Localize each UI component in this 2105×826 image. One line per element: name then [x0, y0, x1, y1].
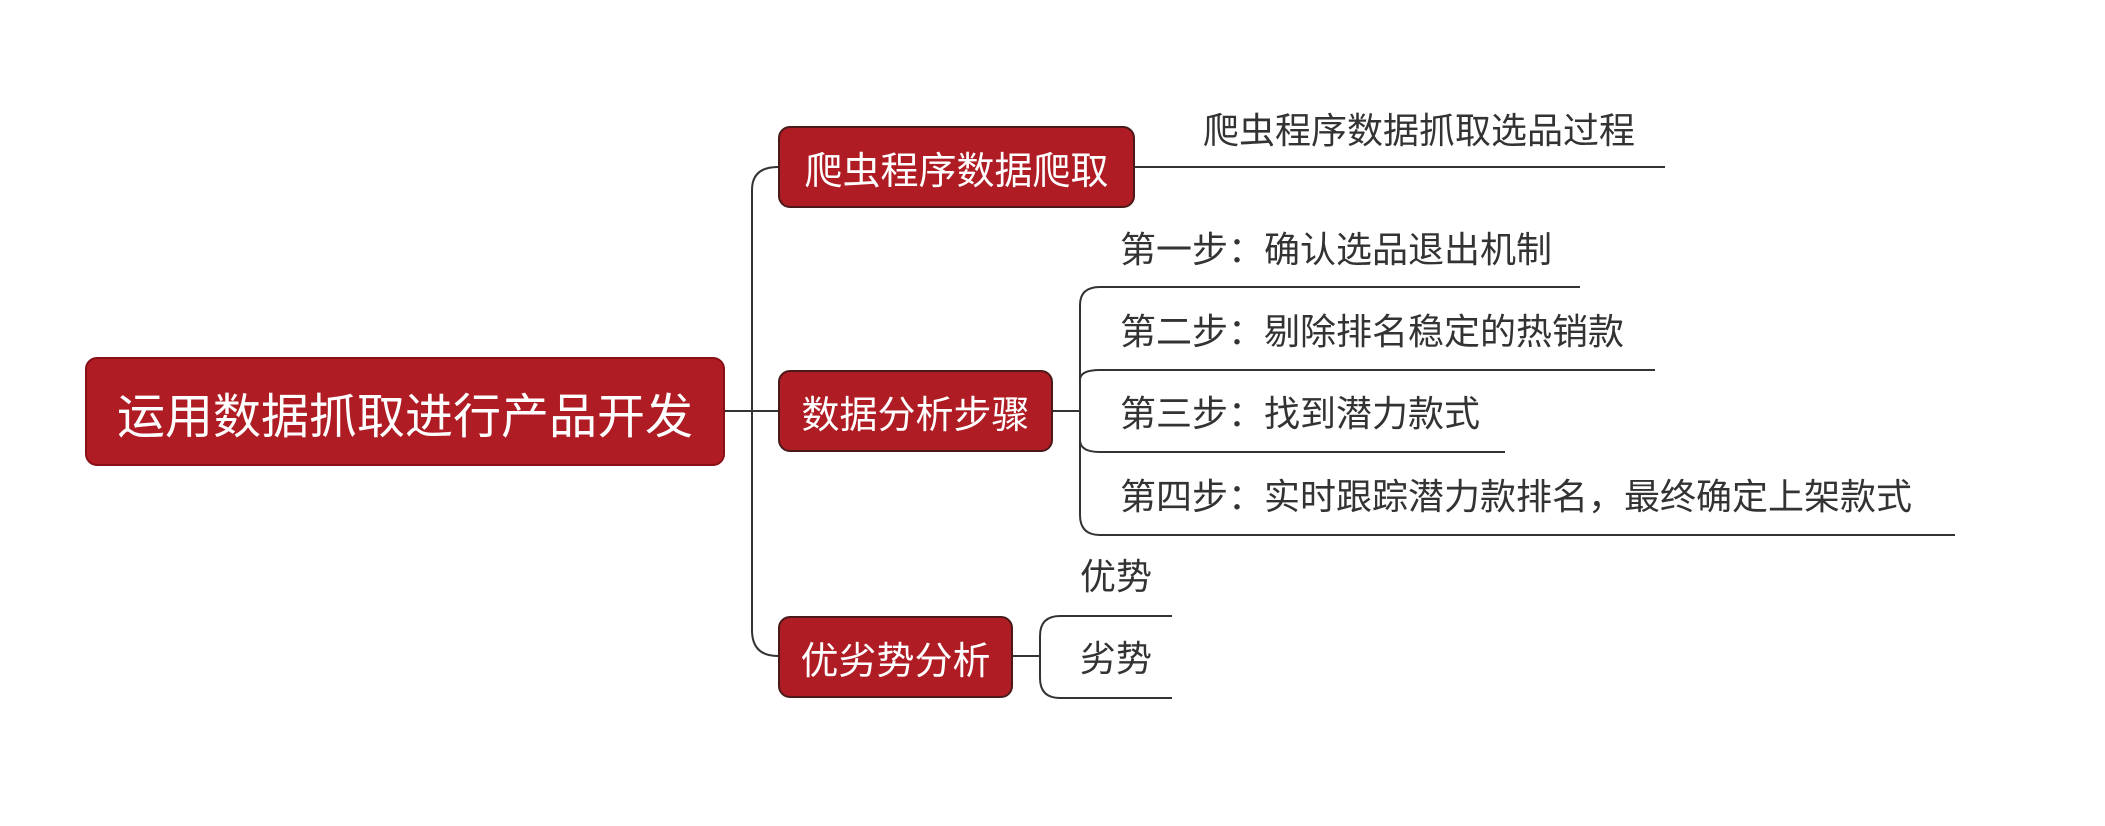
leaf-crawler-process[interactable]: 爬虫程序数据抓取选品过程: [1203, 111, 1636, 152]
branch-node-analysis-steps[interactable]: 数据分析步骤: [778, 370, 1053, 452]
leaf-step-1[interactable]: 第一步：确认选品退出机制: [1120, 230, 1553, 271]
leaf-advantage[interactable]: 优势: [1080, 557, 1153, 598]
root-node[interactable]: 运用数据抓取进行产品开发: [85, 357, 725, 466]
leaf-step-4[interactable]: 第四步：实时跟踪潜力款排名，最终确定上架款式: [1120, 477, 1913, 518]
branch-node-swot[interactable]: 优劣势分析: [778, 616, 1013, 698]
branch-node-crawler[interactable]: 爬虫程序数据爬取: [778, 126, 1135, 208]
connector-branch-2-trunk: [1079, 286, 1101, 536]
leaf-step-2[interactable]: 第二步：剔除排名稳定的热销款: [1120, 312, 1625, 353]
leaf-disadvantage[interactable]: 劣势: [1080, 639, 1153, 680]
leaf-step-3[interactable]: 第三步：找到潜力款式: [1120, 394, 1481, 435]
connector-branch-3-trunk: [1039, 615, 1061, 699]
connector-leaf-3-underline: [1079, 369, 1655, 381]
connector-leaf-4-underline: [1079, 439, 1505, 453]
